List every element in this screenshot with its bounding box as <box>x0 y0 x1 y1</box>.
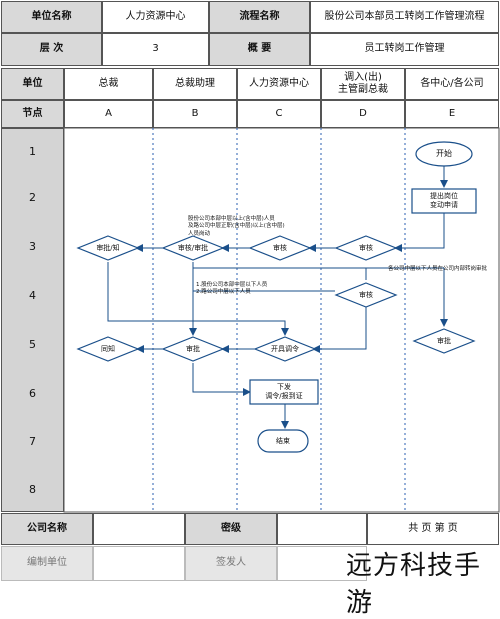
notify-a5-diamond <box>76 336 140 362</box>
conn-apply-d3 <box>394 212 445 252</box>
conn-note-d4 <box>192 290 335 292</box>
approve-b5-label: 审批 <box>186 344 200 353</box>
review-d4-label: 审核 <box>359 290 373 299</box>
review-b3-diamond <box>161 235 225 261</box>
step-2: 2 <box>29 191 36 205</box>
conn-a3-c5 <box>107 262 289 336</box>
issue-label: 下发 调令/报到证 <box>265 383 303 400</box>
end-terminal <box>257 429 309 453</box>
order-c5-label: 开具调令 <box>271 344 299 353</box>
watermark-text: 远方科技手游 <box>346 551 482 618</box>
approve-e5-diamond <box>412 328 476 354</box>
review-a3-label: 审批/知 <box>96 243 120 252</box>
step-7: 7 <box>29 435 36 449</box>
lane-name-e: 各中心/各公司 <box>405 68 499 100</box>
step-column <box>1 128 64 512</box>
step-5: 5 <box>29 338 36 352</box>
step-3: 3 <box>29 240 36 254</box>
lane-body-frame <box>63 127 500 513</box>
secret-level-value <box>277 513 367 545</box>
note-c4: 1.股份公司本部中层以下人员 2.路公司中层以下人员 <box>196 281 268 295</box>
review-d3-diamond <box>334 235 398 261</box>
level-value: 3 <box>102 33 209 66</box>
lane-name-d: 调入(出) 主管副总裁 <box>321 68 405 100</box>
lane-name-c: 人力资源中心 <box>237 68 321 100</box>
review-c3-label: 审核 <box>273 243 287 252</box>
summary-value: 员工转岗工作管理 <box>310 33 499 66</box>
order-c5-diamond <box>253 336 317 362</box>
note-d3: 各公司中层以下人员在公司内部转岗审批 <box>388 265 488 272</box>
conn-b5-c6 <box>192 363 251 396</box>
apply-label: 提出岗位 变动申请 <box>430 192 458 209</box>
review-a3-diamond <box>76 235 140 261</box>
level-label: 层 次 <box>1 33 102 66</box>
issuer-value <box>277 546 367 581</box>
process-name-label: 流程名称 <box>209 1 310 33</box>
unit-name-label: 单位名称 <box>1 1 102 33</box>
start-label: 开始 <box>436 149 452 158</box>
conn-d4-c5 <box>312 307 367 353</box>
conn-b3-e-right <box>192 262 444 269</box>
issuer-label: 签发人 <box>185 546 277 581</box>
note-c3: 股份公司本部中层以上(含中层)人员 及路公司中层正职(含中层)以上(含中层) 人… <box>188 216 285 237</box>
review-c3-diamond <box>248 235 312 261</box>
page-count: 共 页 第 页 <box>367 513 499 545</box>
step-4: 4 <box>29 289 36 303</box>
summary-label: 概 要 <box>209 33 310 66</box>
lane-letter-a: A <box>64 100 153 128</box>
lane-name-a: 总裁 <box>64 68 153 100</box>
approve-e5-label: 审批 <box>437 336 451 345</box>
secret-level-label: 密级 <box>185 513 277 545</box>
notify-a5-label: 同知 <box>101 344 115 353</box>
start-terminal <box>415 141 473 167</box>
review-b3-label: 审核/审批 <box>177 243 209 252</box>
process-name-value: 股份公司本部员工转岗工作管理流程 <box>310 1 499 33</box>
flowchart-canvas <box>63 127 500 513</box>
issue-process-box <box>249 379 319 405</box>
lane-letter-b: B <box>153 100 237 128</box>
review-d4-diamond <box>334 282 398 308</box>
lane-letter-e: E <box>405 100 499 128</box>
apply-process-box <box>411 188 477 214</box>
unit-name-value: 人力资源中心 <box>102 1 209 33</box>
editor-unit-value <box>93 546 185 581</box>
approve-b5-diamond <box>161 336 225 362</box>
editor-unit-label: 编制单位 <box>1 546 93 581</box>
lane-unit-header: 单位 <box>1 68 64 100</box>
end-label: 结束 <box>276 436 290 445</box>
company-name-value <box>93 513 185 545</box>
lane-name-b: 总裁助理 <box>153 68 237 100</box>
company-name-label: 公司名称 <box>1 513 93 545</box>
review-d3-label: 审核 <box>359 243 373 252</box>
lane-node-header: 节点 <box>1 100 64 128</box>
step-8: 8 <box>29 483 36 497</box>
step-1: 1 <box>29 145 36 159</box>
step-6: 6 <box>29 387 36 401</box>
